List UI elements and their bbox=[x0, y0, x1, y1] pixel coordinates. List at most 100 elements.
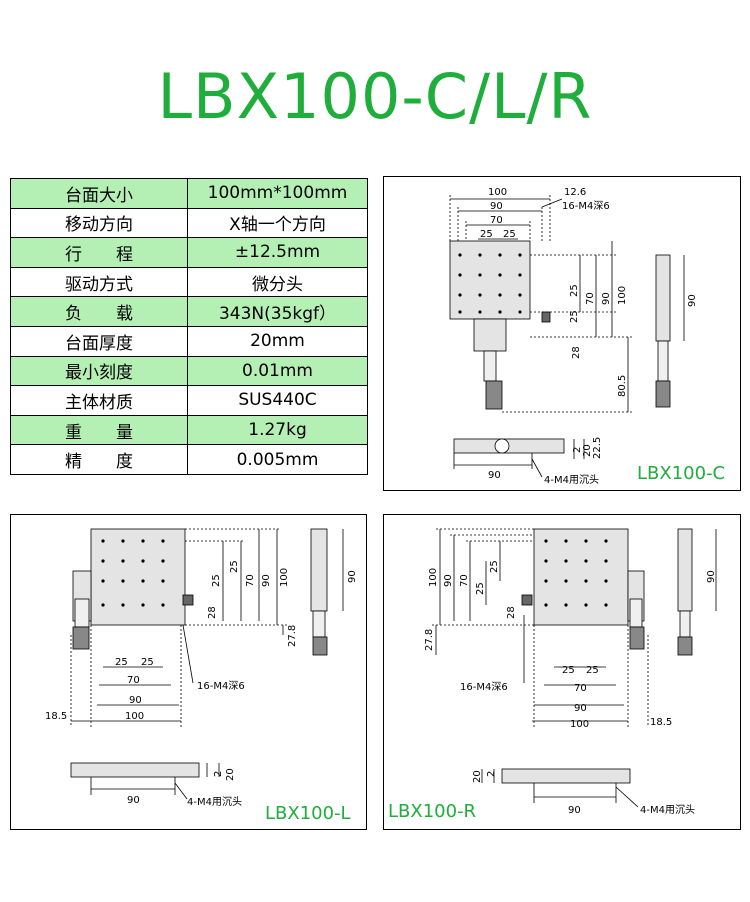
dim-bottom bbox=[90, 777, 176, 795]
dim-h28: 28 bbox=[207, 606, 218, 619]
dim-ext-bottom bbox=[533, 625, 649, 727]
side-view-body bbox=[310, 528, 328, 612]
dim-lines-right bbox=[222, 529, 284, 635]
dim-bw90: 90 bbox=[127, 795, 140, 806]
dim-h25a: 25 bbox=[569, 284, 580, 297]
micrometer-thimble bbox=[629, 626, 645, 650]
dim-t2: 2 bbox=[213, 771, 224, 777]
dim-w90: 90 bbox=[129, 695, 142, 706]
lock-screw bbox=[182, 594, 194, 606]
micrometer-sleeve bbox=[629, 598, 643, 628]
side-view-micrometer bbox=[312, 610, 326, 638]
dim-side90: 90 bbox=[706, 570, 717, 583]
dim-t2: 2 bbox=[572, 447, 583, 453]
side-view-thimble bbox=[655, 380, 671, 408]
dim-ext-top bbox=[449, 195, 551, 241]
model-label-c: LBX100-C bbox=[637, 463, 726, 484]
stage-base-block bbox=[473, 318, 507, 352]
dim-bottom bbox=[453, 453, 533, 469]
dim-h25b: 25 bbox=[489, 560, 500, 573]
dim-h28: 28 bbox=[506, 606, 517, 619]
dim-h25b: 25 bbox=[229, 560, 240, 573]
leader-hole bbox=[182, 624, 194, 684]
dim-w100: 100 bbox=[570, 719, 589, 730]
lock-screw bbox=[541, 311, 551, 323]
dim-ext-bottom bbox=[70, 625, 182, 727]
dim-w70: 70 bbox=[127, 675, 140, 686]
spec-label: 精 度 bbox=[10, 444, 188, 475]
dim-lines-right bbox=[579, 241, 629, 412]
side-view-body bbox=[677, 528, 693, 612]
drawing-r-svg: 100 90 70 25 25 28 27.8 90 16-M4深6 25 25… bbox=[424, 528, 717, 816]
dim-countersink: 4-M4用沉头 bbox=[544, 473, 599, 486]
spec-label: 行 程 bbox=[10, 237, 188, 268]
dim-w25a: 25 bbox=[480, 229, 493, 240]
leader-countersink bbox=[615, 786, 639, 808]
side-view-micrometer bbox=[657, 340, 669, 382]
dim-w90: 90 bbox=[490, 201, 503, 212]
dim-bottom bbox=[533, 783, 617, 803]
dim-w126: 12.6 bbox=[564, 187, 586, 198]
dim-t20: 20 bbox=[472, 770, 483, 783]
dim-hole: 16-M4深6 bbox=[197, 680, 245, 692]
spec-label: 主体材质 bbox=[10, 385, 188, 416]
spec-value: 1.27kg bbox=[187, 414, 368, 446]
dim-h100: 100 bbox=[279, 568, 290, 587]
bottom-view-body bbox=[70, 762, 200, 778]
model-label-r: LBX100-R bbox=[388, 801, 477, 822]
dim-h70: 70 bbox=[245, 574, 256, 587]
spec-value: 100mm*100mm bbox=[187, 178, 368, 209]
dim-w25b: 25 bbox=[503, 229, 516, 240]
dim-h25a: 25 bbox=[475, 582, 486, 595]
spec-label: 台面大小 bbox=[10, 178, 188, 209]
dim-bw90: 90 bbox=[488, 470, 501, 481]
bottom-view-body bbox=[501, 768, 631, 784]
drawing-panel-l: 25 25 70 90 100 28 27.8 90 25 25 70 90 1… bbox=[10, 514, 367, 830]
drawing-c-svg: 100 90 70 25 25 12.6 16-M4深6 25 25 70 90… bbox=[449, 187, 698, 486]
spec-value: 343N(35kgf） bbox=[187, 296, 368, 327]
lock-screw bbox=[521, 594, 533, 606]
spec-row: 驱动方式微分头 bbox=[10, 266, 368, 298]
micrometer-thimble bbox=[485, 380, 503, 410]
spec-label: 驱动方式 bbox=[10, 266, 188, 298]
dim-side90: 90 bbox=[687, 294, 698, 307]
drawing-panel-c: 100 90 70 25 25 12.6 16-M4深6 25 25 70 90… bbox=[383, 176, 741, 491]
dim-w185: 18.5 bbox=[650, 717, 672, 728]
spec-value: 0.005mm bbox=[187, 444, 368, 475]
side-view-micrometer bbox=[679, 610, 691, 638]
dim-w70: 70 bbox=[574, 683, 587, 694]
stage-top-view bbox=[90, 528, 186, 626]
drawing-l-svg: 25 25 70 90 100 28 27.8 90 25 25 70 90 1… bbox=[45, 528, 358, 808]
dim-t20: 20 bbox=[582, 444, 593, 457]
dim-h28: 28 bbox=[571, 346, 582, 359]
dim-h805: 80.5 bbox=[617, 375, 628, 397]
leader-countersink bbox=[174, 782, 188, 800]
dim-side90: 90 bbox=[347, 570, 358, 583]
dim-t225: 22.5 bbox=[592, 437, 603, 459]
dim-h70: 70 bbox=[459, 574, 470, 587]
dim-w70: 70 bbox=[490, 215, 503, 226]
dim-ext-left bbox=[432, 528, 534, 626]
dim-h278: 27.8 bbox=[424, 629, 435, 651]
dim-w100: 100 bbox=[125, 711, 144, 722]
dim-h100: 100 bbox=[428, 568, 439, 587]
mounting-holes bbox=[544, 539, 608, 607]
dim-w25a: 25 bbox=[562, 665, 575, 676]
dim-h90: 90 bbox=[601, 292, 612, 305]
dim-ext-right bbox=[185, 528, 287, 626]
dim-lines-bottom bbox=[71, 666, 181, 722]
stage-top-view bbox=[449, 240, 531, 320]
spec-value: X轴一个方向 bbox=[187, 207, 368, 239]
dim-h100: 100 bbox=[617, 286, 628, 305]
dim-hole: 16-M4深6 bbox=[562, 200, 610, 212]
dim-thickness bbox=[481, 769, 495, 783]
dim-countersink: 4-M4用沉头 bbox=[640, 803, 695, 816]
model-label-l: LBX100-L bbox=[265, 803, 351, 824]
dim-countersink: 4-M4用沉头 bbox=[187, 795, 242, 808]
